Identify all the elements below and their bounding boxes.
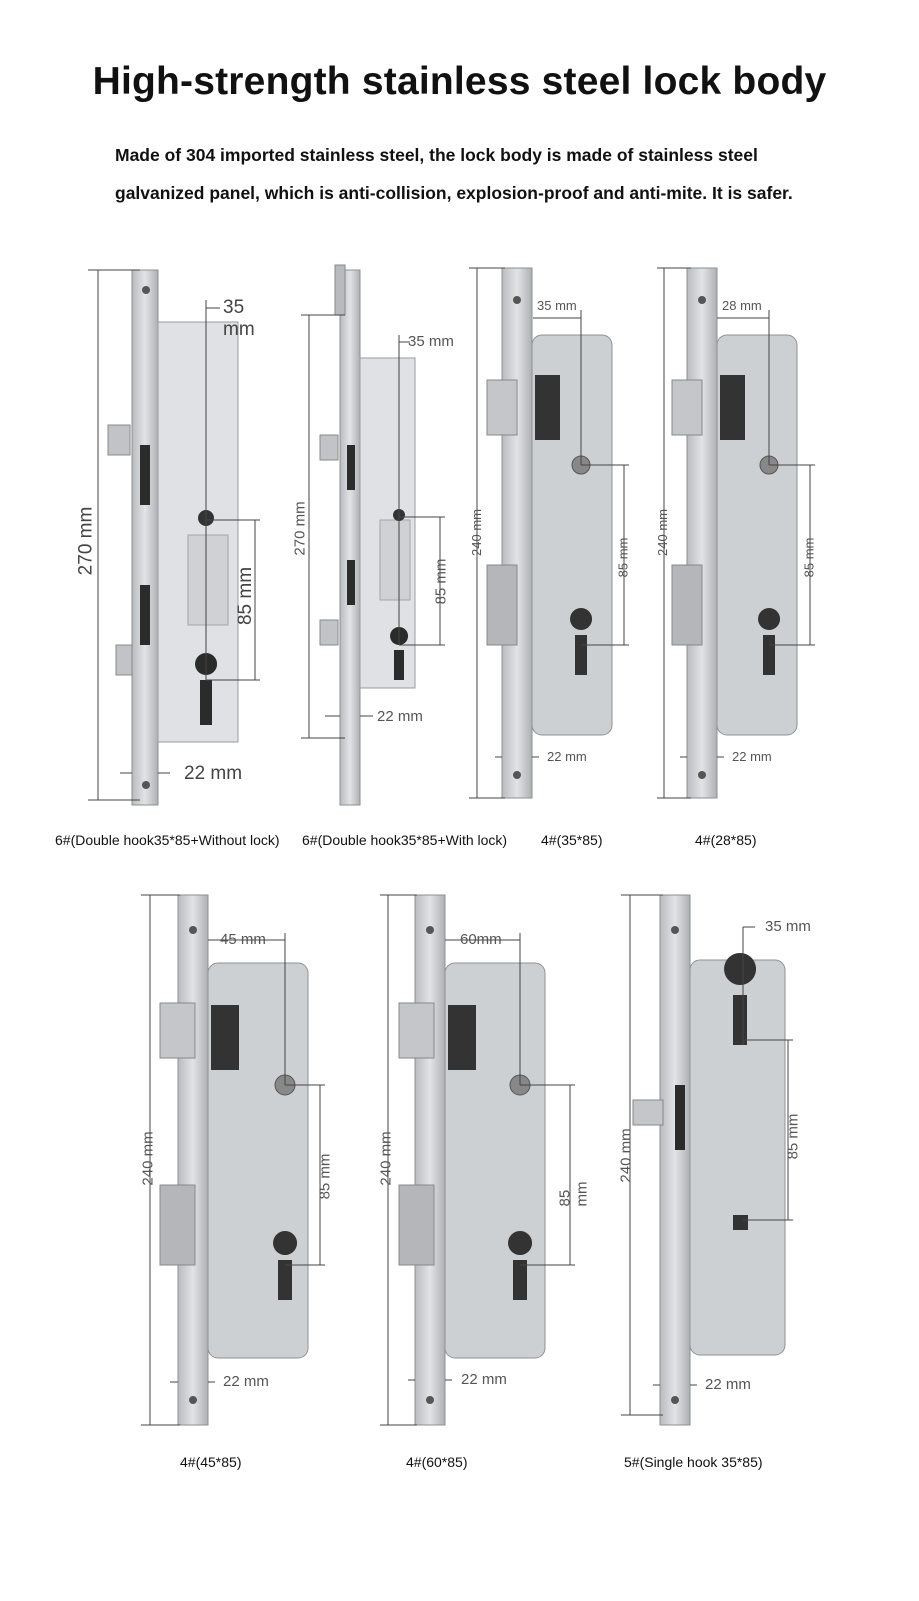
center-dimension-label: 85 mm (801, 537, 817, 578)
backset-dimension-label: 35 mm (223, 297, 255, 340)
backset-dimension-label: 35 mm (537, 298, 577, 313)
faceplate-dimension-label: 22 mm (223, 1373, 269, 1390)
description-line-1: Made of 304 imported stainless steel, th… (115, 145, 758, 165)
backset-dimension-label: 45 mm (220, 931, 266, 948)
center-dimension-label: 85 mm (316, 1153, 334, 1200)
backset-dimension-label: 35 mm (765, 918, 811, 935)
caption-lock-2: 6#(Double hook35*85+With lock) (302, 832, 508, 848)
height-dimension-label: 240 mm (468, 509, 484, 556)
center-dimension-label: 85 mm (556, 1181, 591, 1207)
faceplate-dimension-label: 22 mm (705, 1376, 751, 1393)
lock-image-7: 240 mm 35 mm 85 mm 22 mm (615, 885, 835, 1445)
caption-lock-1: 6#(Double hook35*85+Without lock) (55, 832, 280, 848)
lock-image-6: 240 mm 60mm 85 mm 22 mm (375, 885, 595, 1445)
faceplate-dimension-label: 22 mm (184, 763, 243, 784)
lock-image-4: 240 mm 28 mm 85 mm 22 mm (655, 260, 835, 820)
backset-dimension-label: 35 mm (408, 333, 454, 350)
faceplate-dimension-label: 22 mm (732, 749, 772, 764)
center-dimension-label: 85 mm (235, 566, 257, 626)
lock-image-1: 270 mm 35 mm 85 mm 22 mm (75, 260, 280, 820)
height-dimension-label: 240 mm (617, 1128, 635, 1183)
caption-lock-7: 5#(Single hook 35*85) (624, 1454, 763, 1470)
caption-lock-4: 4#(28*85) (695, 832, 757, 848)
lock-image-3: 240 mm 35 mm 85 mm 22 mm (465, 260, 645, 820)
caption-lock-5: 4#(45*85) (180, 1454, 242, 1470)
backset-dimension-label: 60mm (460, 931, 502, 948)
lock-image-5: 240 mm 45 mm 85 mm 22 mm (135, 885, 355, 1445)
height-dimension-label: 270 mm (291, 501, 309, 556)
backset-dimension-label: 28 mm (722, 298, 762, 313)
height-dimension-label: 240 mm (139, 1131, 157, 1186)
center-dimension-label: 85 mm (784, 1113, 802, 1160)
faceplate-dimension-label: 22 mm (547, 749, 587, 764)
faceplate-dimension-label: 22 mm (461, 1371, 507, 1388)
center-dimension-label: 85 mm (432, 558, 450, 605)
description-line-2: galvanized panel, which is anti-collisio… (115, 183, 793, 203)
center-dimension-label: 85 mm (615, 537, 631, 578)
height-dimension-label: 240 mm (654, 509, 670, 556)
height-dimension-label: 240 mm (377, 1131, 395, 1186)
lock-image-2: 270 mm 35 mm 85 mm 22 mm (291, 260, 475, 820)
caption-lock-6: 4#(60*85) (406, 1454, 468, 1470)
faceplate-dimension-label: 22 mm (377, 708, 423, 725)
height-dimension-label: 270 mm (75, 506, 97, 576)
page-title: High-strength stainless steel lock body (92, 60, 827, 103)
caption-lock-3: 4#(35*85) (541, 832, 603, 848)
